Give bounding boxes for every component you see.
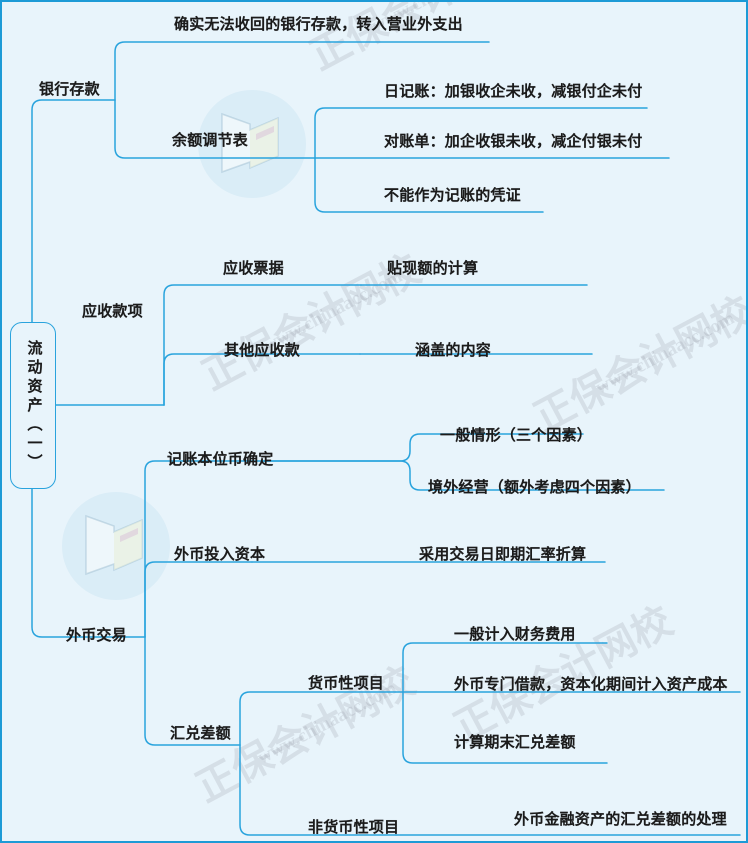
root-node-label: 流动资产（一） <box>25 340 42 473</box>
node-foreign-currency-transaction[interactable]: 外币交易 <box>66 628 127 644</box>
watermark-text: 正保会计网校 <box>302 0 536 79</box>
edge-monetary-to-g3 <box>402 691 608 764</box>
node-overseas-operation-four-factors[interactable]: 境外经营（额外考虑四个因素） <box>428 480 641 496</box>
edge-root-to-bank <box>31 99 116 323</box>
watermark-logo <box>62 492 170 600</box>
node-fx-invested-capital[interactable]: 外币投入资本 <box>174 547 266 563</box>
edge-balance-to-g1 <box>314 107 648 159</box>
watermark-text: 正保会计网校 <box>446 598 680 751</box>
node-fx-specific-borrowing[interactable]: 外币专门借款，资本化期间计入资产成本 <box>454 677 728 693</box>
node-financial-expense[interactable]: 一般计入财务费用 <box>454 627 576 643</box>
node-functional-currency[interactable]: 记账本位币确定 <box>167 452 274 468</box>
node-covered-content[interactable]: 涵盖的内容 <box>415 343 492 359</box>
node-exchange-difference[interactable]: 汇兑差额 <box>170 726 231 742</box>
edge-root-to-fx <box>31 488 146 638</box>
watermark-text: 正保会计网校 <box>526 288 748 441</box>
node-unrecoverable-bank-deposit[interactable]: 确实无法收回的银行存款，转入营业外支出 <box>174 17 463 33</box>
node-non-monetary-items[interactable]: 非货币性项目 <box>308 820 400 836</box>
edge-recv-to-c2 <box>163 353 361 406</box>
node-spot-rate-translation[interactable]: 采用交易日即期汇率折算 <box>419 547 587 563</box>
node-general-case-three-factors[interactable]: 一般情形（三个因素） <box>440 428 593 444</box>
node-bank-deposit[interactable]: 银行存款 <box>39 82 100 98</box>
node-fx-financial-asset-treatment[interactable]: 外币金融资产的汇兑差额的处理 <box>514 812 727 828</box>
node-period-end-exchange-difference[interactable]: 计算期末汇兑差额 <box>454 735 576 751</box>
watermark-book-icon <box>85 514 143 576</box>
node-receivables[interactable]: 应收款项 <box>82 304 143 320</box>
edge-diff-to-monetary <box>239 691 404 746</box>
watermark-text: www.chinaacc.com <box>592 307 738 399</box>
node-balance-reconciliation-table[interactable]: 余额调节表 <box>172 133 249 149</box>
node-other-receivables[interactable]: 其他应收款 <box>224 343 301 359</box>
node-not-a-voucher[interactable]: 不能作为记账的凭证 <box>384 188 521 204</box>
node-notes-receivable[interactable]: 应收票据 <box>223 261 284 277</box>
edge-fx-to-c2 <box>144 561 253 638</box>
node-monetary-items[interactable]: 货币性项目 <box>308 676 385 692</box>
node-statement-rule[interactable]: 对账单：加企收银未收，减企付银未付 <box>384 134 643 150</box>
node-discount-calculation[interactable]: 贴现额的计算 <box>387 261 479 277</box>
root-node[interactable]: 流动资产（一） <box>10 322 56 489</box>
node-journal-rule[interactable]: 日记账：加银收企未收，减银付企未付 <box>384 84 643 100</box>
